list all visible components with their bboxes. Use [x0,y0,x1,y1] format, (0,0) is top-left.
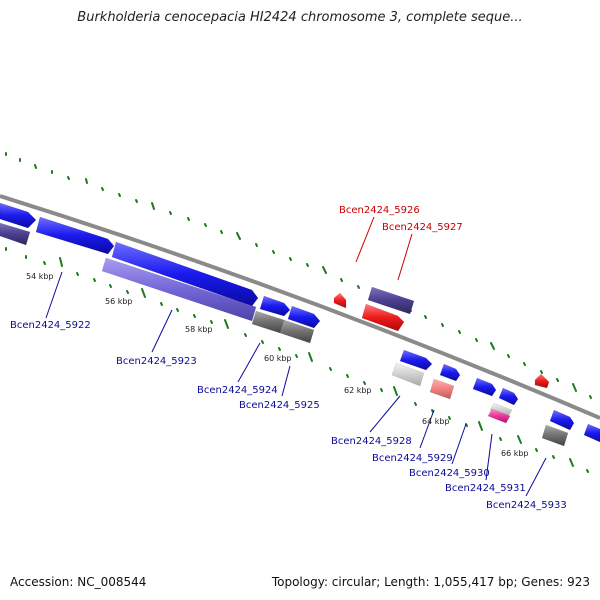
gene-arrow-red [534,373,550,389]
gene-arrow-red [361,303,405,332]
gene-label-5924[interactable]: Bcen2424_5924 [197,385,278,396]
gene-arrow [439,363,461,382]
gene-label-5929[interactable]: Bcen2424_5929 [372,453,453,464]
gene-arrow [472,377,497,397]
gene-label-5922[interactable]: Bcen2424_5922 [10,320,91,331]
gene-arrow-red [333,292,347,309]
gene-arrow [35,216,115,255]
gene-arrow [498,387,519,406]
reverse-genes [0,222,569,447]
scale-label: 66 kbp [501,449,529,458]
scale-label: 58 kbp [185,325,213,334]
gene-block-light [391,362,425,387]
gene-arrow [583,423,600,443]
scale-label: 56 kbp [105,297,133,306]
gene-arrow [549,409,575,431]
gene-block-grey [279,319,315,344]
scale-labels: 54 kbp 56 kbp 58 kbp 60 kbp 62 kbp 64 kb… [26,272,529,458]
label-leader-lines [45,216,547,497]
gene-block-grey [541,424,569,447]
gene-label-5927[interactable]: Bcen2424_5927 [382,222,463,233]
gene-block-purple [101,257,257,322]
map-title: Burkholderia cenocepacia HI2424 chromoso… [77,10,523,25]
gene-block-salmon [429,378,455,400]
gene-block-pink [487,408,511,424]
scale-label: 54 kbp [26,272,54,281]
gene-block-darkpurple [0,222,31,246]
gene-label-5923[interactable]: Bcen2424_5923 [116,356,197,367]
topology-label: Topology: circular; Length: 1,055,417 bp… [271,575,590,589]
backbone-arc [0,194,600,420]
outer-tick-ring [5,152,592,399]
gene-labels: Bcen2424_5922 Bcen2424_5923 Bcen2424_592… [10,205,567,511]
gene-arrow [287,305,321,329]
scale-label: 60 kbp [264,354,292,363]
gene-label-5926[interactable]: Bcen2424_5926 [339,205,420,216]
gene-arrow [259,295,291,317]
inner-tick-ring [5,247,589,473]
gene-arrow [0,202,37,229]
gene-label-5931[interactable]: Bcen2424_5931 [445,483,526,494]
gene-label-5928[interactable]: Bcen2424_5928 [331,436,412,447]
gene-label-5925[interactable]: Bcen2424_5925 [239,400,320,411]
scale-label: 64 kbp [422,417,450,426]
accession-label: Accession: NC_008544 [10,575,147,589]
forward-genes [0,202,600,443]
gene-arrow [111,241,259,307]
gene-label-5933[interactable]: Bcen2424_5933 [486,500,567,511]
gene-label-5930[interactable]: Bcen2424_5930 [409,468,490,479]
scale-label: 62 kbp [344,386,372,395]
gene-arrow [399,349,433,371]
gene-block-darkpurple [367,286,415,315]
